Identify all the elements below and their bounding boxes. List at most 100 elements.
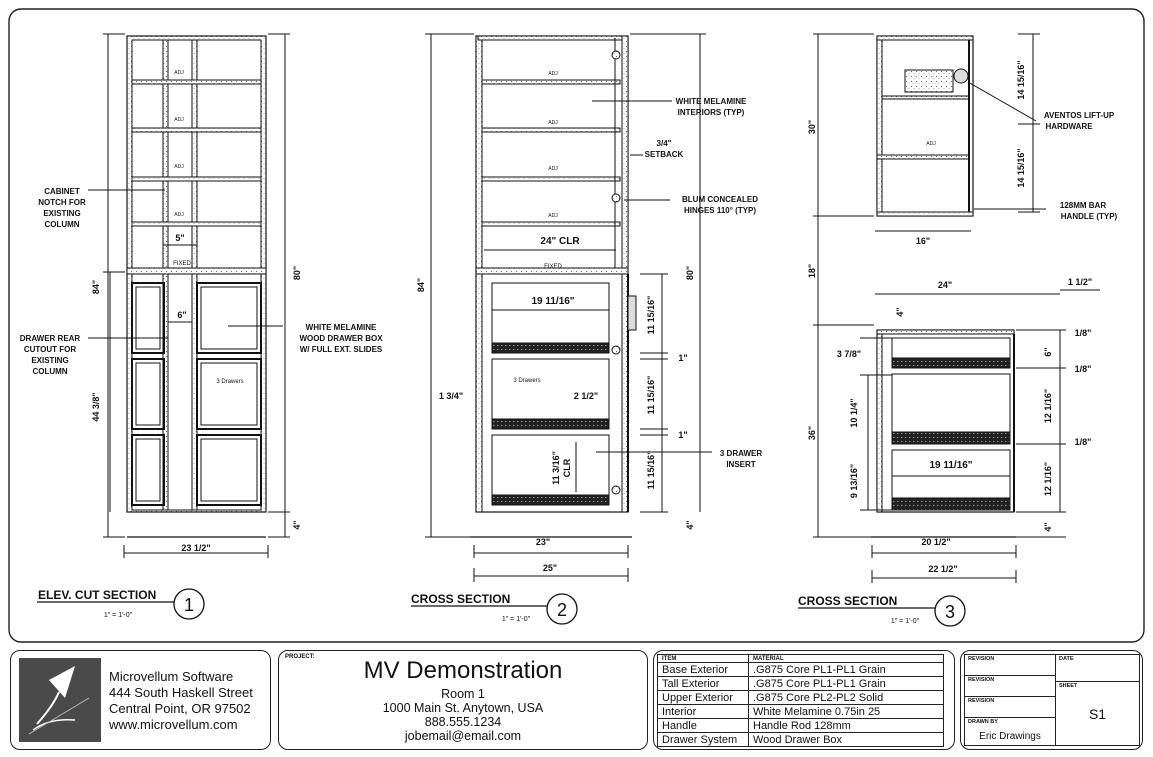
dim-label: 20 1/2": [921, 537, 950, 547]
adj-label: ADJ: [548, 120, 558, 126]
table-row: Handle Handle Rod 128mm: [657, 718, 944, 733]
view-3-cross-section: [798, 33, 1100, 627]
note-line: HARDWARE: [1045, 122, 1093, 131]
view-3-number: 3: [945, 602, 955, 622]
adj-label: ADJ: [174, 70, 184, 76]
note-line: NOTCH FOR: [38, 198, 86, 207]
material-cell: .G875 Core PL1-PL1 Grain: [748, 662, 944, 677]
dim-label: 11 15/16": [646, 296, 656, 335]
dim-label: 84": [91, 280, 101, 294]
dim-label: 23 1/2": [181, 543, 210, 553]
dim-label: 11 15/16": [646, 451, 656, 490]
dim-label: 1/8": [1075, 437, 1092, 447]
dim-label: 12 1/16": [1043, 389, 1053, 423]
item-cell: Tall Exterior: [657, 676, 749, 691]
drawers-label: 3 Drawers: [216, 379, 243, 385]
logo-icon: [28, 666, 90, 735]
project-block: PROJECT: MV Demonstration Room 1 1000 Ma…: [278, 650, 648, 750]
dim-label: 1": [678, 430, 687, 440]
drawers-label: 3 Drawers: [513, 378, 540, 384]
drawn-by-label: DRAWN BY: [968, 719, 998, 725]
dim-label: 5": [175, 233, 184, 243]
note-line: WOOD DRAWER BOX: [299, 334, 383, 343]
dim-label: 9 13/16": [849, 464, 859, 498]
dim-label: 16": [916, 236, 930, 246]
material-cell: Wood Drawer Box: [748, 732, 944, 747]
sheet-border: [8, 8, 1145, 643]
project-phone: 888.555.1234: [424, 715, 502, 729]
view-2-text: ADJ ADJ ADJ ADJ FIXED 24" CLR 19 11/16" …: [411, 71, 762, 623]
dim-label: 1/8": [1075, 364, 1092, 374]
revision-label: REVISION: [968, 698, 995, 704]
note-line: CUTOUT FOR: [24, 345, 77, 354]
dim-label: 80": [685, 266, 695, 280]
dim-label: 1/8": [1075, 328, 1092, 338]
dim-label: 1 3/4": [439, 391, 463, 401]
note-line: W/ FULL EXT. SLIDES: [300, 345, 383, 354]
note-line: AVENTOS LIFT-UP: [1044, 111, 1115, 120]
view-1-scale: 1" = 1'-0": [104, 612, 133, 619]
revision-cell: REVISION: [964, 696, 1056, 718]
table-row: Tall Exterior .G875 Core PL1-PL1 Grain: [657, 676, 944, 691]
project-label: PROJECT:: [285, 654, 315, 660]
dim-label: 36": [807, 426, 817, 440]
dim-label: 12 1/16": [1043, 462, 1053, 496]
view-1-number: 1: [184, 595, 194, 615]
note-line: WHITE MELAMINE: [676, 97, 747, 106]
note-line: INTERIORS (TYP): [678, 108, 745, 117]
item-cell: Handle: [657, 718, 749, 733]
table-row: Upper Exterior .G875 Core PL2-PL2 Solid: [657, 690, 944, 705]
company-website: www.microvellum.com: [109, 717, 238, 732]
revision-label: REVISION: [968, 656, 995, 662]
revision-block: REVISION DATE REVISION REVISION SHEET S1…: [960, 650, 1143, 750]
note-line: DRAWER REAR: [20, 334, 81, 343]
dim-label: 1 1/2": [1068, 277, 1092, 287]
project-email: jobemail@email.com: [404, 729, 522, 743]
dim-label: 24" CLR: [540, 236, 580, 247]
table-row: Interior White Melamine 0.75in 25: [657, 704, 944, 719]
material-cell: White Melamine 0.75in 25: [748, 704, 944, 719]
company-address: 444 South Haskell Street: [109, 685, 253, 700]
sheet-cell: SHEET S1: [1055, 681, 1140, 746]
view-3-title: CROSS SECTION: [798, 594, 897, 608]
sheet-label: SHEET: [1059, 683, 1078, 689]
dim-label: 19 11/16": [531, 296, 574, 307]
adj-label: ADJ: [548, 166, 558, 172]
dim-label: 84": [416, 278, 426, 292]
material-cell: .G875 Core PL1-PL1 Grain: [748, 676, 944, 691]
view-3-text: ADJ AVENTOS LIFT-UP HARDWARE 128MM BAR H…: [798, 60, 1118, 625]
item-cell: Drawer System: [657, 732, 749, 747]
fixed-label: FIXED: [173, 261, 191, 267]
drawn-by-value: Eric Drawings: [979, 731, 1041, 742]
dim-label: 4": [292, 520, 302, 529]
company-logo: [19, 658, 101, 742]
clr-label: CLR: [562, 458, 572, 477]
view-2-title: CROSS SECTION: [411, 592, 510, 606]
adj-label: ADJ: [548, 213, 558, 219]
note-line: SETBACK: [645, 150, 684, 159]
dim-label: 25": [543, 563, 557, 573]
view-1-elevation: [37, 33, 290, 620]
note-line: HANDLE (TYP): [1061, 212, 1118, 221]
dim-label: 11 3/16": [551, 451, 561, 485]
note-line: CABINET: [44, 187, 80, 196]
note-line: 3 DRAWER: [720, 449, 762, 458]
revision-cell: REVISION: [964, 654, 1056, 676]
item-cell: Upper Exterior: [657, 690, 749, 705]
project-address: 1000 Main St. Anytown, USA: [382, 701, 544, 715]
dim-label: 19 11/16": [929, 460, 972, 471]
company-name: Microvellum Software: [109, 669, 234, 684]
dim-label: 22 1/2": [928, 564, 957, 574]
table-row: Base Exterior .G875 Core PL1-PL1 Grain: [657, 662, 944, 677]
view-2-cross-section: [411, 33, 712, 625]
view-2-scale: 1" = 1'-0": [502, 616, 531, 623]
dim-label: 4": [1043, 522, 1053, 531]
view-1-title: ELEV. CUT SECTION: [38, 588, 156, 602]
revision-cell: REVISION: [964, 675, 1056, 697]
adj-label: ADJ: [174, 164, 184, 170]
dim-label: 2 1/2": [574, 391, 598, 401]
item-cell: Base Exterior: [657, 662, 749, 677]
dim-label: 18": [807, 264, 817, 278]
dim-label: 3 7/8": [837, 349, 861, 359]
